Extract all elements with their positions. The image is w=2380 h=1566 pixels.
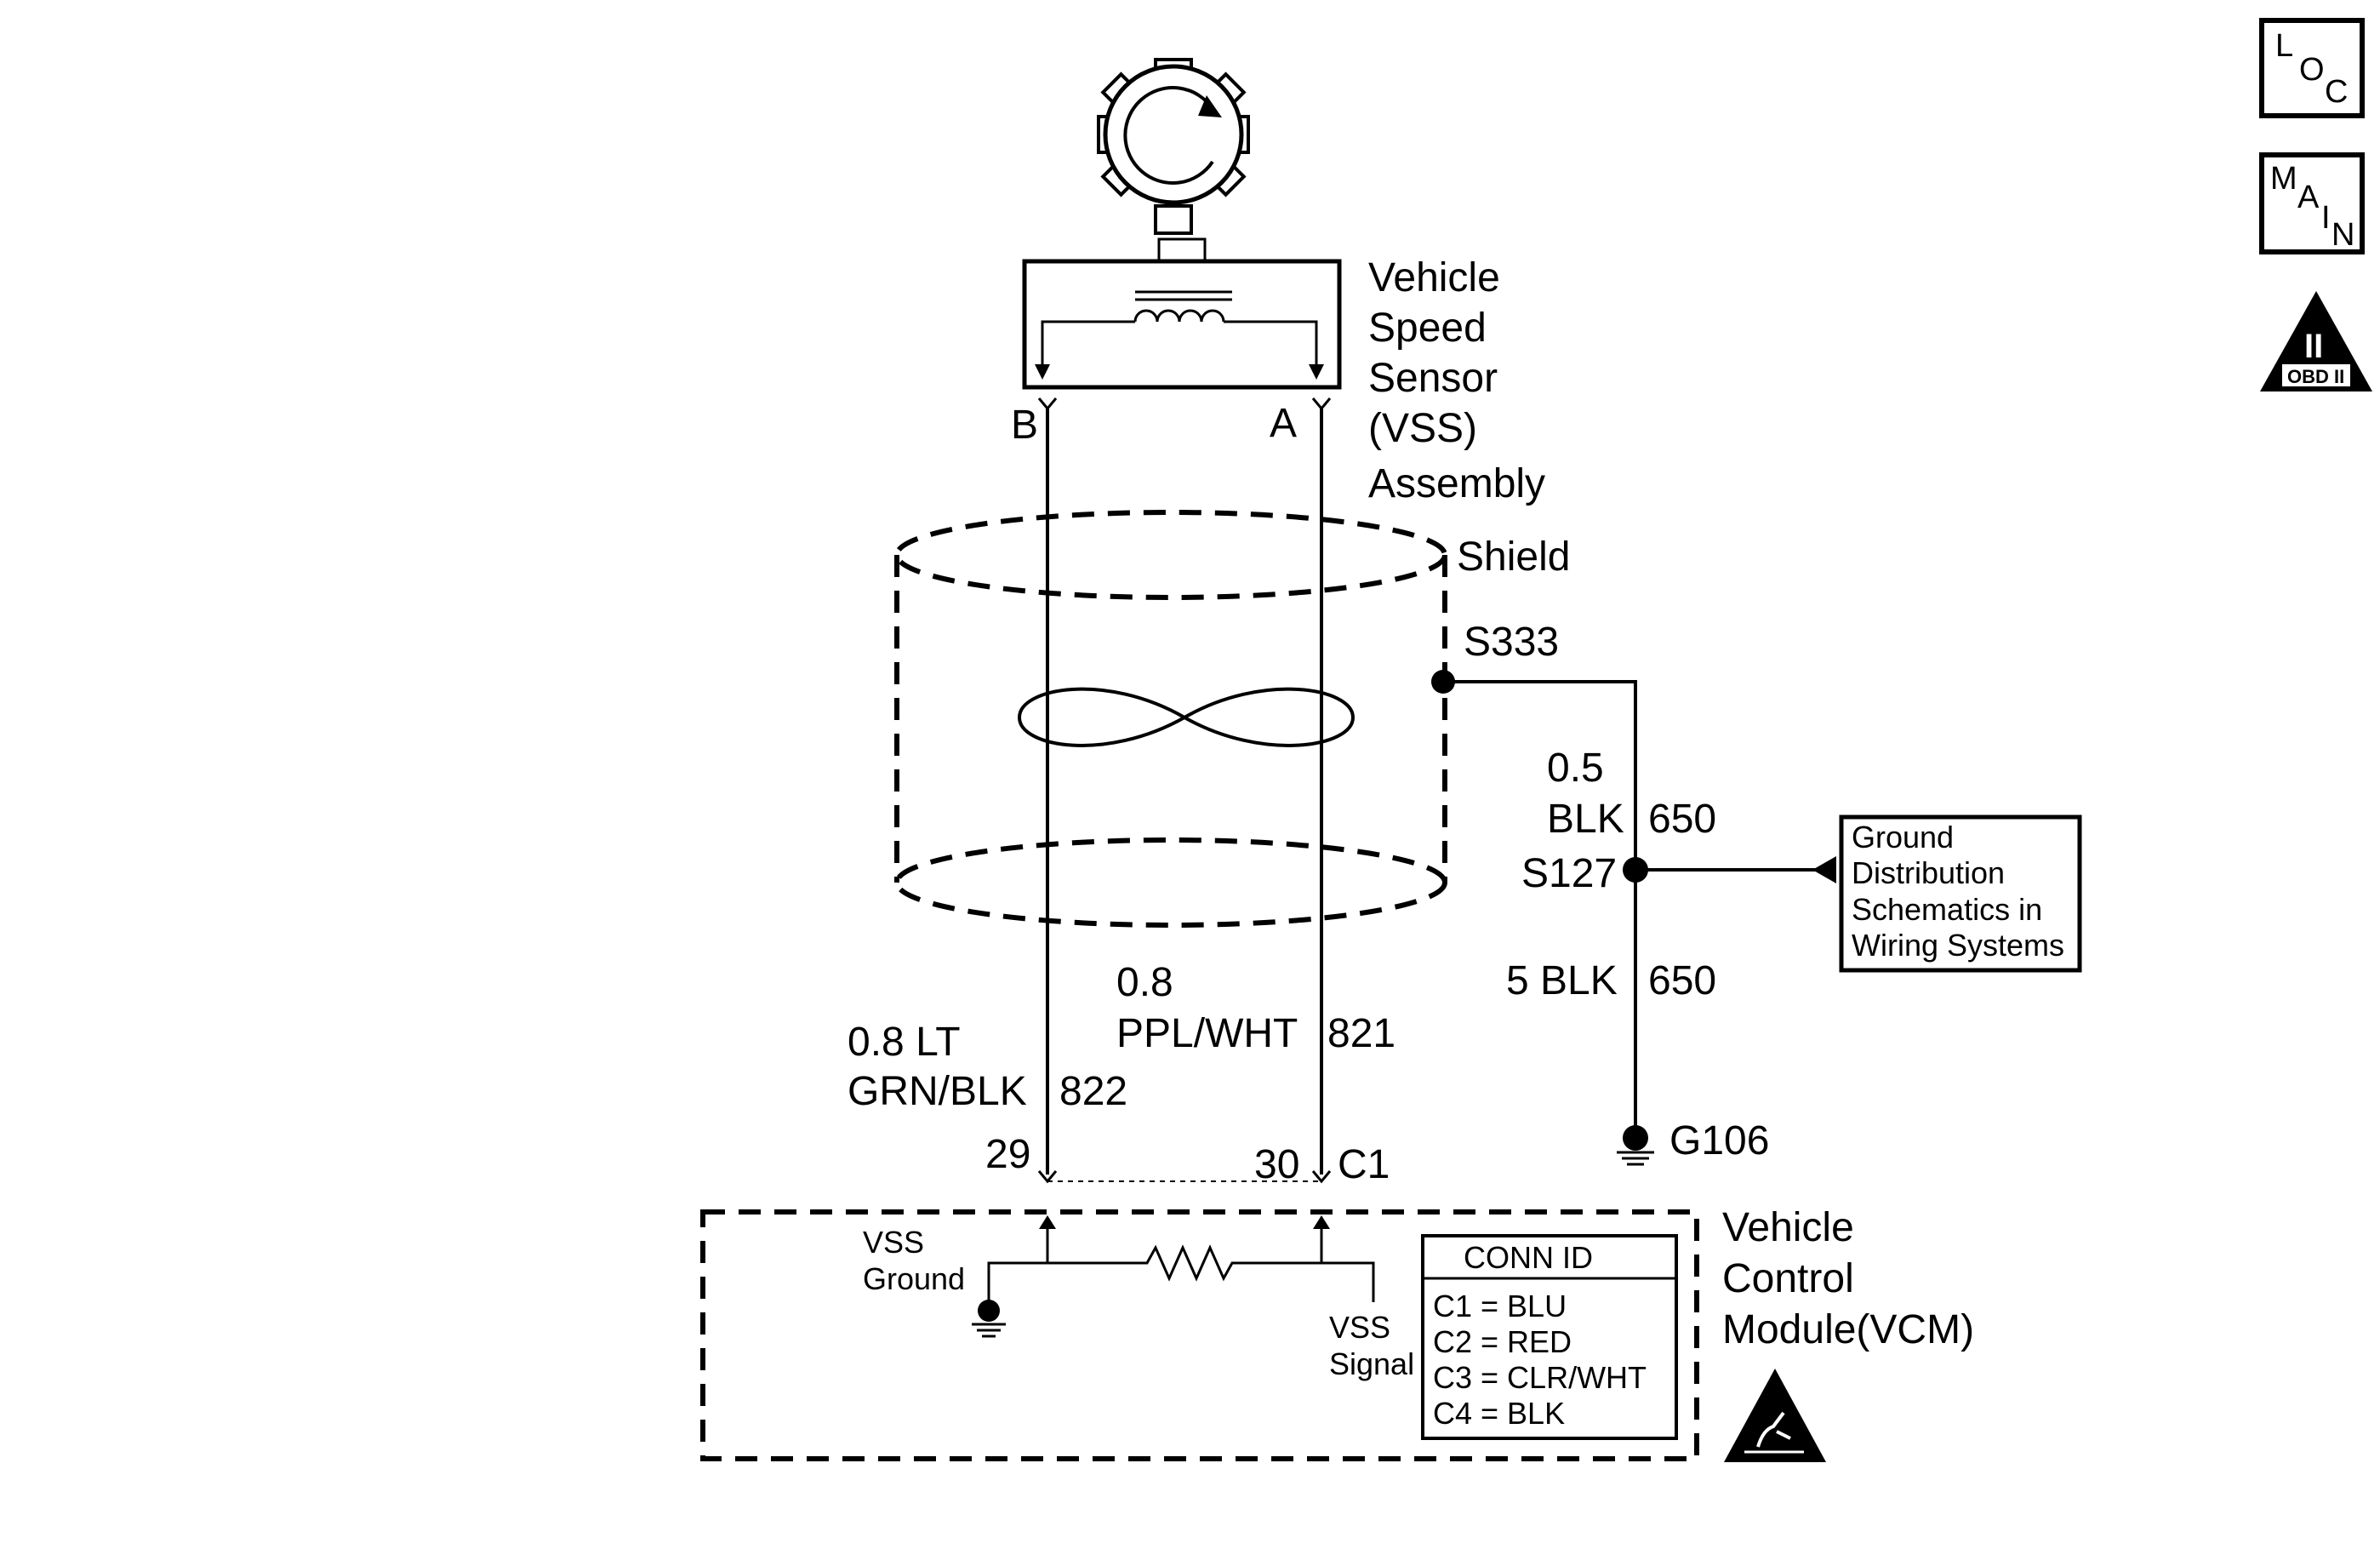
- obd-symbol: II: [2304, 328, 2323, 365]
- reference-box-text: Ground Distribution Schematics in Wiring…: [1852, 820, 2064, 963]
- obd-ii-icon[interactable]: II OBD II: [2260, 291, 2372, 392]
- wire-650-upper-color: BLK: [1547, 797, 1624, 842]
- loc-letter-1: L: [2275, 28, 2293, 64]
- conn-id-table: CONN ID C1 = BLU C2 = RED C3 = CLR/WHT C…: [1421, 1234, 1678, 1440]
- ground-g106-label: G106: [1669, 1118, 1769, 1163]
- splice-s127-label: S127: [1521, 851, 1617, 896]
- vss-pin-a: A: [1270, 401, 1297, 446]
- vss-pin-b: B: [1011, 403, 1038, 448]
- conn-id-title: CONN ID: [1464, 1240, 1593, 1275]
- connector-c1-label: C1: [1338, 1142, 1390, 1187]
- wire-821-circuit: 821: [1327, 1011, 1395, 1056]
- conn-id-row-4: C4 = BLK: [1433, 1396, 1565, 1431]
- vcm-internal-circuit: [987, 1215, 1375, 1306]
- wire-650-lower-circuit: 650: [1648, 958, 1716, 1003]
- vss-sensor: [1022, 237, 1342, 411]
- wire-650-lower-gauge-color: 5 BLK: [1506, 958, 1618, 1003]
- wire-821-color: PPL/WHT: [1116, 1011, 1298, 1056]
- ground-symbol-g106: [1617, 1125, 1654, 1166]
- vss-signal-line-2: Signal: [1329, 1346, 1414, 1381]
- wire-821-gauge: 0.8: [1116, 960, 1173, 1005]
- vss-ground-line-1: VSS: [863, 1225, 924, 1260]
- vss-signal-line-1: VSS: [1329, 1310, 1390, 1345]
- connector-pin-30: 30: [1254, 1142, 1299, 1187]
- connector-pin-29: 29: [985, 1132, 1030, 1177]
- loc-letter-3: C: [2325, 74, 2348, 110]
- vss-sensor-label: Vehicle Speed Sensor (VSS) Assembly: [1368, 255, 1545, 506]
- reference-line-4: Wiring Systems: [1852, 928, 2064, 963]
- vss-label-line-4: (VSS): [1368, 406, 1477, 451]
- main-letter-1: M: [2270, 161, 2297, 197]
- conn-id-row-3: C3 = CLR/WHT: [1433, 1360, 1647, 1395]
- vcm-ground-symbol: [972, 1300, 1006, 1338]
- main-letter-2: A: [2297, 180, 2320, 215]
- reference-line-2: Distribution: [1852, 855, 2005, 890]
- reference-line-3: Schematics in: [1852, 892, 2042, 927]
- ground-distribution-reference-box[interactable]: [1839, 814, 2082, 973]
- main-letter-3: I: [2321, 200, 2331, 236]
- tone-wheel-icon: [1097, 58, 1250, 235]
- loc-icon[interactable]: L O C: [2259, 18, 2365, 118]
- vcm-label-line-2: Control: [1722, 1256, 1854, 1301]
- wire-822-gauge-color: 0.8 LT: [848, 1020, 961, 1065]
- vcm-label-line-3: Module(VCM): [1722, 1307, 1974, 1352]
- wire-650-upper-circuit: 650: [1648, 797, 1716, 842]
- connector-c1: [1037, 1170, 1332, 1184]
- loc-letter-2: O: [2299, 52, 2325, 88]
- vss-ground-line-2: Ground: [863, 1261, 965, 1296]
- vcm-label: Vehicle Control Module(VCM): [1722, 1205, 1974, 1352]
- shield: [894, 510, 1447, 928]
- vss-label-line-5: Assembly: [1368, 461, 1545, 506]
- main-icon[interactable]: M A I N: [2259, 152, 2365, 254]
- vcm-module: [700, 1209, 1699, 1461]
- reference-arrow-icon: [1812, 856, 1836, 883]
- vcm-label-line-1: Vehicle: [1722, 1205, 1854, 1250]
- wire-650-upper-gauge: 0.5: [1547, 746, 1604, 791]
- conn-id-row-2: C2 = RED: [1433, 1324, 1572, 1359]
- vss-label-line-2: Speed: [1368, 306, 1487, 351]
- reference-line-1: Ground: [1852, 820, 1954, 854]
- wire-822-circuit: 822: [1059, 1069, 1127, 1114]
- vss-label-line-3: Sensor: [1368, 356, 1498, 401]
- main-letter-4: N: [2331, 217, 2354, 253]
- esd-warning-icon: [1724, 1369, 1826, 1462]
- obd-label: OBD II: [2287, 366, 2344, 387]
- shield-label: Shield: [1457, 534, 1570, 580]
- vss-label-line-1: Vehicle: [1368, 255, 1500, 300]
- wire-650-upper: [1443, 680, 1637, 870]
- conn-id-row-1: C1 = BLU: [1433, 1289, 1567, 1323]
- splice-s333-label: S333: [1464, 620, 1559, 665]
- wire-822-color: GRN/BLK: [848, 1069, 1027, 1114]
